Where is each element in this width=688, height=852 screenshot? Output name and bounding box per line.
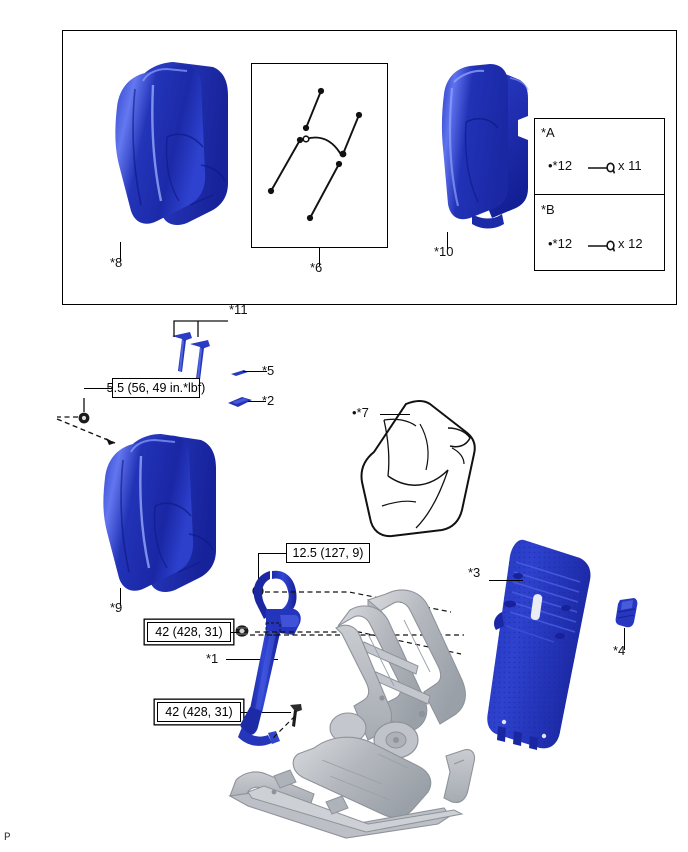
part-2-graphic bbox=[228, 397, 252, 407]
part-9-label: *9 bbox=[110, 600, 123, 615]
torque-spec-42-lower: 42 (428, 31) bbox=[157, 702, 241, 722]
part-8-label: *8 bbox=[110, 255, 123, 270]
part-4-graphic bbox=[615, 598, 638, 628]
legend-a-title: *A bbox=[541, 125, 555, 140]
legend-a-qty: x 11 bbox=[618, 158, 642, 173]
torque-12-5-leader-v bbox=[258, 553, 260, 583]
part-1-leader bbox=[226, 659, 278, 661]
top-panel-frame bbox=[62, 30, 677, 305]
part-4-label: *4 bbox=[613, 643, 626, 658]
torque-42-upper-leader bbox=[231, 632, 239, 634]
torque-5-5-leader bbox=[84, 388, 112, 390]
detail-6-label: *6 bbox=[310, 260, 323, 275]
seat-frame-graphic bbox=[228, 589, 476, 839]
corner-mark: P bbox=[4, 832, 11, 844]
part-10-label: *10 bbox=[434, 244, 454, 259]
part-7-label: •*7 bbox=[352, 405, 369, 420]
legend-a-pin-icon bbox=[588, 162, 616, 174]
part-1-label: *1 bbox=[206, 651, 219, 666]
torque-spec-5-5: 5.5 (56, 49 in.*lbf) bbox=[107, 378, 205, 398]
legend-b-bullet-label: •*12 bbox=[548, 236, 573, 251]
part-1-dashed-leader-extra bbox=[250, 634, 464, 636]
part-9-nut-and-leaders bbox=[56, 398, 116, 445]
legend-b-title: *B bbox=[541, 202, 555, 217]
detail-6-box bbox=[251, 63, 388, 248]
part-11-label: *11 bbox=[229, 302, 248, 317]
part-5-leader bbox=[243, 371, 267, 373]
part-9-leader bbox=[120, 588, 122, 606]
part-7-leader bbox=[380, 414, 410, 416]
part-3-graphic bbox=[487, 539, 591, 750]
part-4-leader bbox=[624, 628, 626, 650]
part-10-graphic bbox=[441, 64, 529, 229]
legend-a-bullet-label: •*12 bbox=[548, 158, 573, 173]
legend-section-b bbox=[534, 194, 665, 271]
part-3-leader bbox=[489, 580, 523, 582]
part-3-label: *3 bbox=[468, 565, 481, 580]
part-1-graphic bbox=[238, 570, 301, 746]
part-1-mid-washer-icon bbox=[235, 625, 249, 637]
part-1-lower-bolt-icon bbox=[290, 704, 302, 727]
part-7-graphic bbox=[360, 400, 476, 538]
part-2-leader bbox=[248, 401, 266, 403]
legend-section-a bbox=[534, 118, 665, 195]
detail-6-graphic bbox=[267, 87, 363, 222]
torque-spec-12-5: 12.5 (127, 9) bbox=[286, 543, 370, 563]
part-9-graphic bbox=[103, 434, 216, 592]
part-5-label: *5 bbox=[262, 363, 275, 378]
part-2-label: *2 bbox=[262, 393, 275, 408]
detail-6-leader bbox=[319, 248, 321, 266]
part-10-leader bbox=[447, 232, 449, 250]
torque-12-5-leader-h bbox=[258, 553, 286, 555]
part-11-bolts-graphic bbox=[172, 332, 210, 380]
part-11-leader bbox=[173, 320, 228, 337]
torque-spec-42-upper: 42 (428, 31) bbox=[147, 622, 231, 642]
legend-b-qty: x 12 bbox=[618, 236, 643, 251]
part-8-leader bbox=[120, 242, 122, 262]
part-5-graphic bbox=[231, 370, 248, 376]
part-8-graphic bbox=[115, 62, 228, 225]
legend-b-pin-icon bbox=[588, 240, 616, 252]
torque-42-lower-leader bbox=[241, 712, 291, 714]
